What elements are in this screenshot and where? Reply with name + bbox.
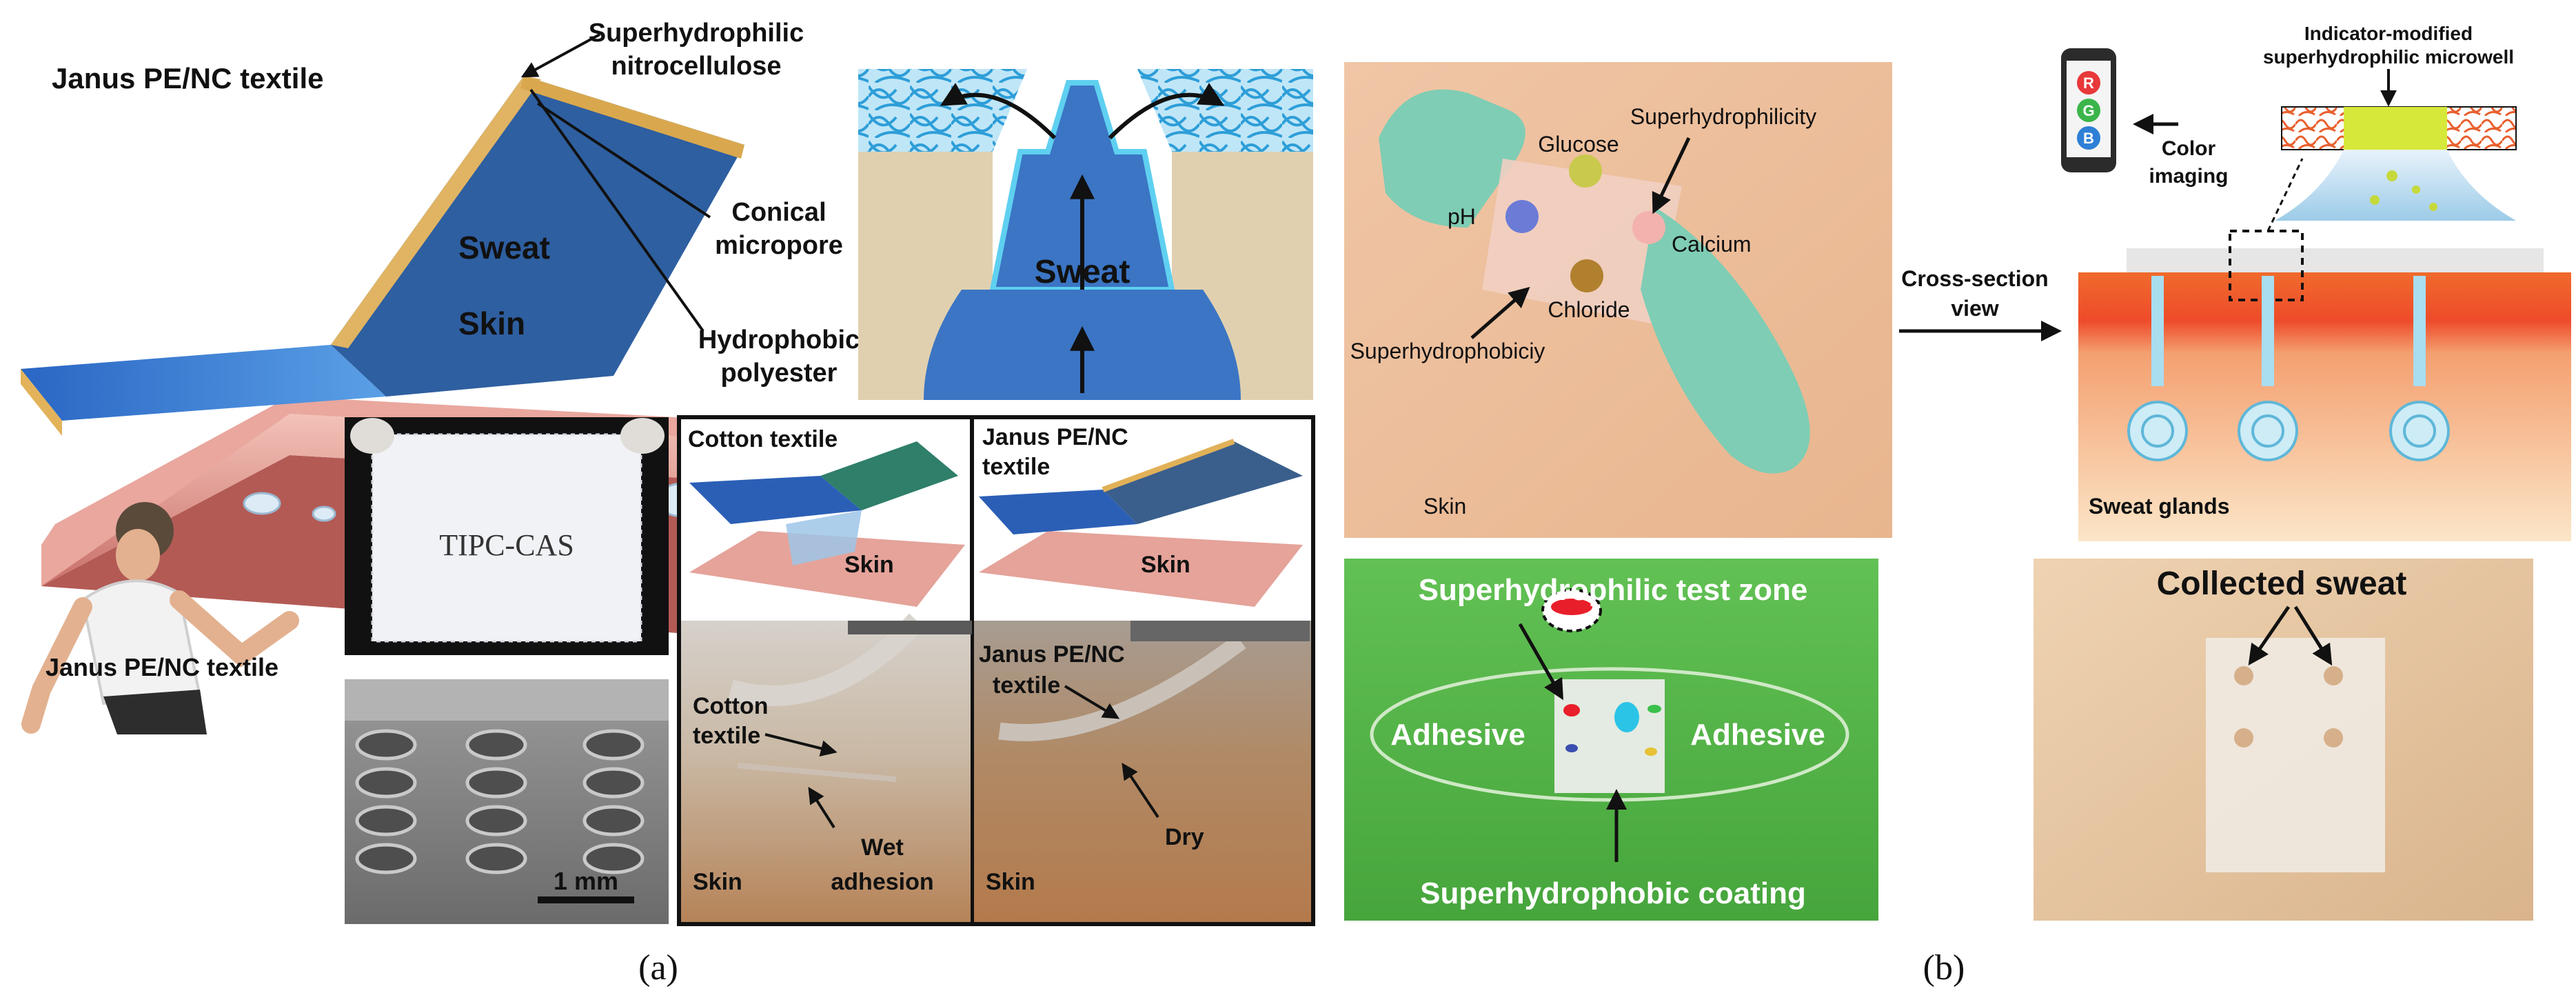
micropore-diagram xyxy=(858,69,1313,400)
scale-bar-label: 1 mm xyxy=(554,867,618,895)
sweat-gland xyxy=(2238,276,2298,461)
panel-b: Glucose Superhydrophilicity pH Calcium C… xyxy=(1344,23,2571,988)
phone-g: G xyxy=(2082,102,2094,119)
callout-hydro-2: polyester xyxy=(721,359,838,388)
collected-sweat-photo xyxy=(2034,559,2533,921)
glucose-label: Glucose xyxy=(1538,132,1619,157)
callout-nitro-2: nitrocellulose xyxy=(611,52,781,81)
micropore-sweat-label: Sweat xyxy=(1035,254,1130,290)
color-imaging-2: imaging xyxy=(2149,165,2228,188)
sweat-glands-label: Sweat glands xyxy=(2089,494,2230,519)
callout-nitro-1: Superhydrophilic xyxy=(589,19,804,48)
sem-pore-column xyxy=(355,729,417,874)
runner-figure xyxy=(21,502,299,734)
calcium-dot xyxy=(1632,211,1665,244)
calcium-label: Calcium xyxy=(1672,232,1752,257)
compare-right-title-1: Janus PE/NC xyxy=(982,424,1128,450)
sem-image xyxy=(345,679,669,924)
phone-icon xyxy=(2061,48,2116,172)
patch-skin-label: Skin xyxy=(1423,494,1466,519)
caption-b: (b) xyxy=(1923,948,1965,988)
callout-hydro-line xyxy=(529,88,704,332)
photo-right-skin: Skin xyxy=(986,869,1035,895)
wet-1: Wet xyxy=(861,834,904,861)
superhydrophobicity-label: Superhydrophobiciy xyxy=(1350,339,1545,363)
compare-left-title: Cotton textile xyxy=(688,426,838,452)
adhesive-left: Adhesive xyxy=(1390,718,1525,752)
compare-right-skin: Skin xyxy=(1141,552,1190,578)
photo-label: TIPC-CAS xyxy=(439,528,574,562)
panel-a-title: Janus PE/NC textile xyxy=(52,62,323,94)
compare-left-skin: Skin xyxy=(844,552,894,578)
photo-right-2: textile xyxy=(993,672,1060,699)
runner-label: Janus PE/NC textile xyxy=(45,653,278,681)
superhydrophilicity-label: Superhydrophilicity xyxy=(1630,104,1816,129)
photo-left-skin: Skin xyxy=(693,869,742,895)
compare-right-title-2: textile xyxy=(982,454,1050,480)
textile-photo xyxy=(345,417,669,655)
photo-left-2: textile xyxy=(693,723,760,749)
callout-conical-1: Conical xyxy=(731,198,826,227)
phone-r: R xyxy=(2083,74,2094,92)
chloride-dot xyxy=(1570,259,1603,292)
chloride-label: Chloride xyxy=(1548,297,1630,322)
scale-bar xyxy=(538,896,634,903)
adhesive-right: Adhesive xyxy=(1690,718,1825,752)
ph-label: pH xyxy=(1448,204,1476,229)
cross-section-1: Cross-section xyxy=(1901,266,2048,291)
callout-conical-line xyxy=(536,102,711,219)
glucose-dot xyxy=(1569,154,1602,188)
sem-pore-column xyxy=(465,729,527,874)
callout-conical-2: micropore xyxy=(715,231,843,260)
photo-left-1: Cotton xyxy=(693,693,769,719)
indicator-label-2: superhydrophilic microwell xyxy=(2263,46,2514,68)
comparison-panel xyxy=(677,415,1315,926)
coating-label: Superhydrophobic coating xyxy=(1420,876,1806,910)
panel-a: Janus PE/NC textile Superhydrophilic nit… xyxy=(21,19,1315,988)
color-imaging-1: Color xyxy=(2162,137,2216,160)
label-skin: Skin xyxy=(458,305,525,341)
skin-cross-section xyxy=(2078,158,2571,541)
label-sweat: Sweat xyxy=(458,230,550,265)
microwell-diagram xyxy=(2275,106,2517,221)
phone-b: B xyxy=(2083,130,2094,147)
callout-nitro-arrow xyxy=(520,33,600,78)
photo-right-1: Janus PE/NC xyxy=(979,641,1125,668)
cross-section-2: view xyxy=(1951,296,1998,321)
test-zone-label: Superhydrophilic test zone xyxy=(1419,573,1808,607)
sweat-gland xyxy=(2127,276,2188,461)
collected-sweat-label: Collected sweat xyxy=(2157,565,2407,602)
sweat-gland xyxy=(2389,276,2450,461)
green-patch-photo xyxy=(1344,559,1878,921)
ph-dot xyxy=(1505,200,1539,233)
sem-pore-column xyxy=(582,729,645,874)
patch-illustration xyxy=(1344,62,1892,538)
wet-2: adhesion xyxy=(831,869,933,895)
caption-a: (a) xyxy=(638,948,678,988)
indicator-label-1: Indicator-modified xyxy=(2304,23,2473,44)
callout-hydro-1: Hydrophobic xyxy=(698,325,860,354)
dry-label: Dry xyxy=(1165,824,1204,850)
